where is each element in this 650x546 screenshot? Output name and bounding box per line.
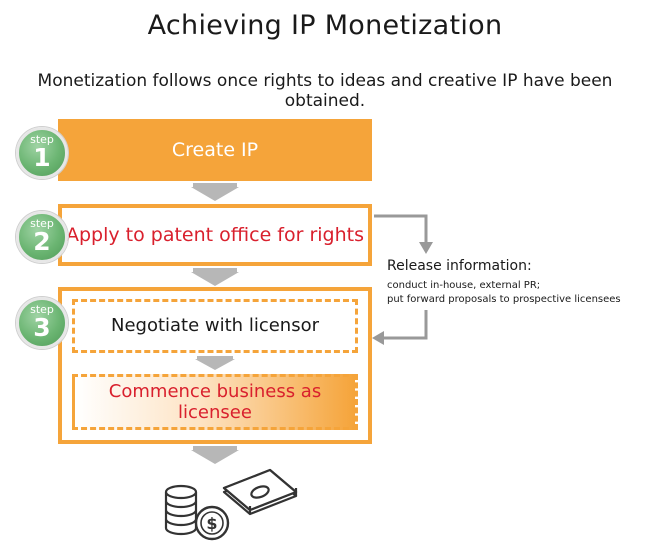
release-info-line-2: put forward proposals to prospective lic…	[387, 294, 621, 305]
step-1-box: Create IP	[58, 119, 372, 181]
step-3-badge: step 3	[16, 297, 68, 349]
step-2-badge: step 2	[16, 211, 68, 263]
step-2-box: Apply to patent office for rights	[58, 204, 372, 266]
step-2-number: 2	[33, 227, 51, 256]
flow-arrow-inner-icon	[195, 359, 235, 370]
negotiate-box: Negotiate with licensor	[72, 299, 358, 353]
connector-top-line	[374, 214, 428, 248]
flow-arrow-2-icon	[191, 272, 239, 286]
step-3-word: step	[30, 303, 54, 316]
dollar-coin-icon: $	[194, 505, 230, 541]
page-subtitle: Monetization follows once rights to idea…	[37, 71, 613, 111]
flow-arrow-3-bar	[193, 446, 237, 450]
svg-text:$: $	[206, 514, 217, 533]
flow-arrow-inner-bar	[197, 356, 233, 359]
step-1-number: 1	[33, 143, 51, 172]
money-illustration: $	[164, 468, 298, 541]
connector-bottom-line	[384, 310, 428, 340]
flow-arrow-2-bar	[193, 268, 237, 272]
step-1-word: step	[30, 133, 54, 146]
step-3-number: 3	[33, 313, 51, 342]
commence-business-box: Commence business as licensee	[72, 374, 358, 430]
release-info-line-1: conduct in-house, external PR;	[387, 280, 541, 291]
page-title: Achieving IP Monetization	[147, 10, 503, 41]
flow-arrow-1-bar	[193, 183, 237, 187]
connector-down-arrow-icon	[419, 242, 433, 254]
release-info-title: Release information:	[387, 258, 532, 274]
connector-left-arrow-icon	[372, 331, 384, 345]
step-2-word: step	[30, 217, 54, 230]
step-1-badge: step 1	[16, 127, 68, 179]
money-coins-icon	[164, 484, 198, 536]
flow-arrow-3-icon	[191, 450, 239, 464]
release-info-body: conduct in-house, external PR; put forwa…	[387, 279, 621, 307]
banknotes-icon	[222, 468, 298, 516]
flow-arrow-1-icon	[191, 187, 239, 201]
release-connector	[372, 214, 433, 345]
